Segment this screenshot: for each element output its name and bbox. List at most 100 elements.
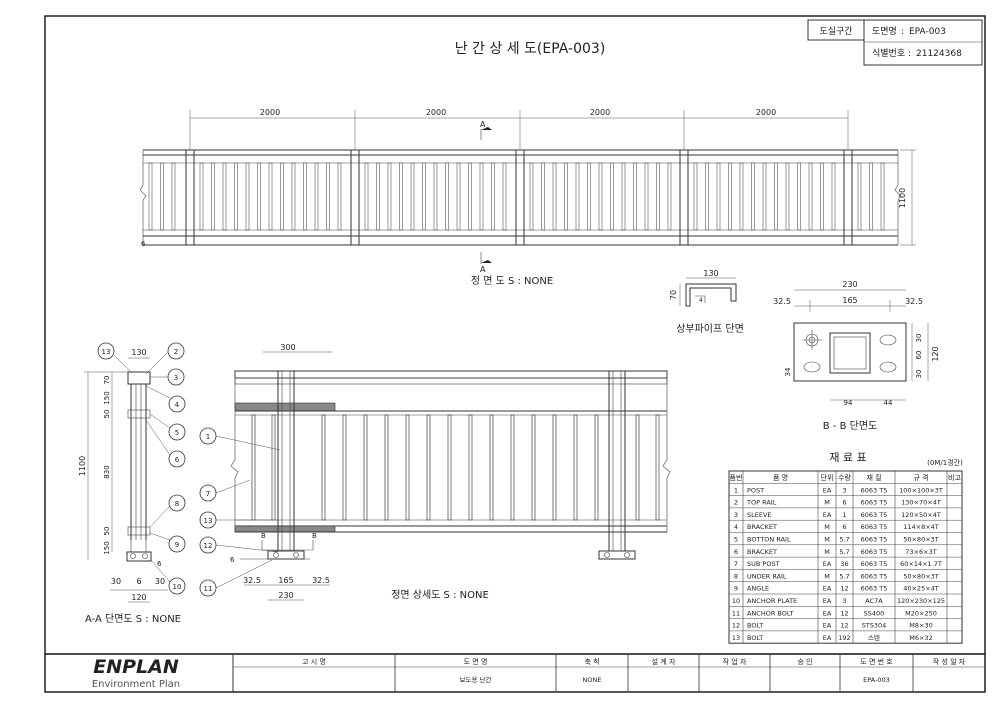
materials-cell: POST [747, 486, 764, 494]
elevation-baluster [785, 162, 790, 231]
materials-cell: BOLT [747, 622, 763, 630]
elevation-baluster [869, 162, 873, 231]
materials-cell: STS304 [862, 622, 887, 630]
detail-top-width: 300 [280, 343, 295, 352]
materials-cell: 5 [734, 536, 738, 544]
elevation-baluster [552, 162, 557, 231]
materials-cell: 9 [734, 585, 738, 593]
materials-cell: 6063 T5 [861, 511, 888, 519]
detail-baluster [655, 414, 660, 521]
elevation-baluster [575, 162, 580, 231]
materials-cell: EA [823, 622, 832, 630]
top-pipe-section: 130 70 4 상부파이프 단면 [669, 269, 744, 335]
materials-cell: M6×32 [909, 634, 932, 642]
level-mark: 6 [141, 240, 146, 248]
materials-cell: 3 [734, 511, 738, 519]
materials-cell: 192 [838, 634, 850, 642]
materials-cell: SS400 [864, 609, 885, 617]
elevation-baluster [633, 162, 637, 231]
base-side-mid: 60 [915, 351, 923, 360]
base-side-total: 120 [931, 346, 940, 361]
materials-cell: 6063 T5 [861, 572, 888, 580]
materials-cell: EA [823, 585, 832, 593]
materials-cell: EA [823, 609, 832, 617]
aa-dim-70: 70 [103, 376, 111, 385]
aa-level-mark: 6 [157, 560, 162, 568]
elevation-baluster [797, 162, 801, 231]
elevation-baluster [728, 162, 732, 231]
elevation-baluster [491, 162, 495, 231]
elevation-baluster [268, 162, 273, 231]
materials-cell: 2 [734, 499, 738, 507]
elevation-baluster [820, 162, 824, 231]
detail-baluster [363, 414, 368, 521]
elevation-baluster [211, 162, 215, 231]
materials-cell: 스텐 [868, 633, 880, 642]
materials-title: 재 료 표 [829, 451, 866, 464]
detail-dim-165: 165 [278, 576, 293, 585]
detail-baluster [531, 414, 536, 521]
detail-baluster [510, 414, 515, 521]
elevation-baluster [705, 162, 709, 231]
base-total: 230 [842, 280, 857, 289]
balloon-13b: 13 [204, 517, 213, 525]
elevation-baluster [303, 162, 307, 231]
materials-cell: 11 [732, 609, 740, 617]
materials-cell: 100×100×3T [899, 486, 943, 494]
materials-cell: M [824, 572, 830, 580]
materials-cell: M20×250 [905, 609, 937, 617]
id-number-value: 21124368 [916, 49, 962, 59]
aa-section: 70 150 50 830 50 150 1100 130 30 6 30 12… [78, 342, 186, 625]
detail-baluster [468, 414, 473, 521]
detail-level-mark: 6 [230, 556, 235, 564]
elevation-baluster [422, 162, 426, 231]
elevation-baluster [468, 162, 472, 231]
aa-dim-150: 150 [103, 391, 111, 404]
section-mark-a-bottom: A [480, 265, 486, 274]
materials-cell: ANCHOR BOLT [747, 609, 794, 617]
span-dim: 2000 [426, 108, 446, 117]
materials-cell: 7 [734, 560, 738, 568]
elevation-baluster [693, 162, 698, 231]
aa-bottom-120: 120 [131, 593, 146, 602]
detail-baluster [635, 414, 640, 521]
company-logo: ENPLAN [93, 656, 179, 678]
id-number-label: 식별번호 [872, 48, 905, 59]
balloon-10: 10 [173, 583, 182, 591]
materials-cell: 36 [840, 560, 848, 568]
materials-cell: 6063 T5 [861, 585, 888, 593]
elevation-baluster [656, 162, 660, 231]
materials-cell: 5.7 [839, 548, 849, 556]
balloon-9: 9 [175, 541, 179, 549]
balloon-8: 8 [175, 500, 179, 508]
materials-header: 품 명 [773, 473, 788, 482]
balloon-2: 2 [174, 348, 178, 356]
materials-cell: M [824, 523, 830, 531]
front-elevation: 2000 2000 2000 2000 1100 A A 6 정 면 도 S :… [139, 108, 916, 287]
aa-balloons: 13 2 3 4 5 6 8 9 10 [97, 342, 186, 595]
elevation-baluster [387, 162, 392, 231]
materials-header: 단위 [821, 473, 834, 482]
materials-cell: 8 [734, 572, 738, 580]
elevation-baluster [257, 162, 261, 231]
elevation-baluster [644, 162, 649, 231]
pipe-width: 130 [703, 269, 718, 278]
elevation-post [843, 149, 853, 246]
detail-baluster [405, 414, 410, 521]
detail-baluster [271, 414, 276, 521]
elevation-baluster [148, 162, 153, 231]
balloon-6: 6 [175, 456, 180, 464]
materials-cell: 5.7 [839, 536, 849, 544]
materials-cell: 10 [732, 597, 740, 605]
detail-baluster [384, 414, 389, 521]
title-block-header: 도 면 번 호 [860, 657, 893, 666]
elevation-baluster [808, 162, 813, 231]
detail-baluster [489, 414, 494, 521]
elevation-baluster [399, 162, 403, 231]
elevation-baluster [445, 162, 449, 231]
aa-bottom-30a: 30 [111, 577, 121, 586]
materials-cell: BOTTON RAIL [747, 536, 791, 544]
elevation-baluster [751, 162, 755, 231]
materials-header: 규 격 [913, 474, 928, 482]
